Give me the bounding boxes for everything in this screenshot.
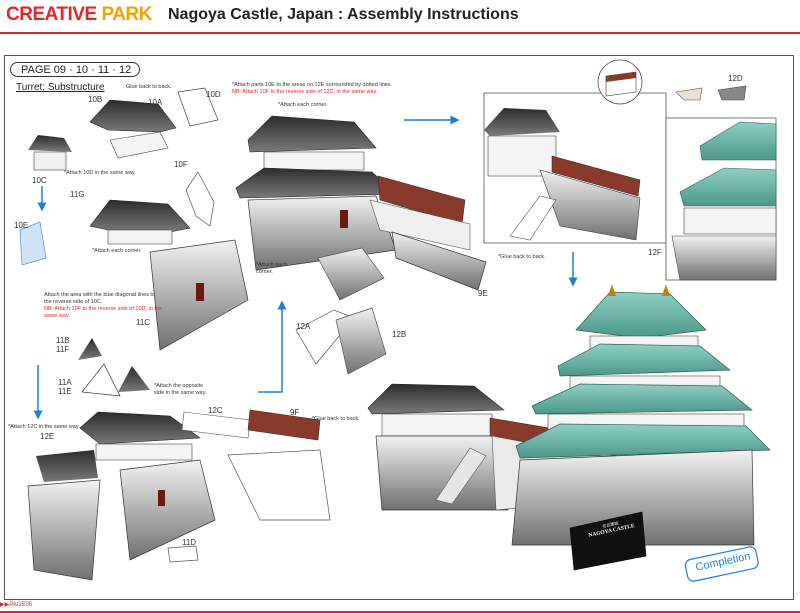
note-attach-10e-nb: NB: Attach 10F to the reverse side of 12…: [232, 89, 378, 95]
completed-castle: [367, 284, 771, 546]
step2-turret-mid: [19, 171, 249, 351]
part-label-10c: 10C: [32, 176, 47, 185]
part-label-12e: 12E: [40, 432, 55, 441]
note-attach-10d: *Attach 10D in the same way.: [64, 170, 136, 176]
instruction-frame: [4, 55, 794, 600]
page-number-pill: PAGE 09 · 10 · 11 · 12: [10, 62, 140, 77]
part-label-10f: 10F: [174, 160, 188, 169]
part-label-9e: 9E: [478, 289, 488, 298]
note-glue-back-1: Glue back to back.: [126, 84, 172, 90]
part-label-10a: 10A: [148, 98, 163, 107]
part-label-11e: 11E: [58, 387, 72, 396]
note-opposite-side: *Attach the opposite side in the same wa…: [154, 383, 207, 396]
part-label-12f: 12F: [648, 248, 662, 257]
part-label-10d: 10D: [206, 90, 221, 99]
header-divider: [0, 32, 800, 34]
part-label-12a: 12A: [296, 322, 311, 331]
step3-small-parts: [78, 338, 150, 397]
part-label-11b: 11B: [56, 336, 70, 345]
part-label-12d: 12D: [728, 74, 743, 83]
note-attach-10e: *Attach parts 10E to the areas on 12E su…: [232, 82, 392, 96]
note-blue-lines: Attach the area with the blue diagonal l…: [44, 292, 162, 320]
part-label-12c: 12C: [208, 406, 223, 415]
completion-badge: [684, 546, 759, 582]
part-label-10b: 10B: [88, 95, 103, 104]
step4-turret-base: [27, 409, 331, 581]
logo-text-park: PARK: [101, 4, 152, 25]
step6-detail-view: [483, 59, 777, 281]
note-glue-back-2: *Glue back to back.: [498, 254, 546, 260]
part-label-10e: 10E: [14, 221, 29, 230]
header: CREATIVE PARK Nagoya Castle, Japan : Ass…: [0, 0, 800, 34]
brand-logo: CREATIVE PARK: [6, 4, 152, 26]
part-label-9f: 9F: [290, 408, 300, 417]
note-attach-corner-2: *Attach each corner.: [278, 102, 328, 108]
note-attach-corner-3: *Attach each corner.: [256, 262, 288, 275]
note-attach-corner-1: *Attach each corner.: [92, 248, 142, 254]
part-label-11d: 11D: [182, 538, 197, 547]
note-attach-12c: *Attach 12C in the same way.: [8, 424, 80, 430]
section-label: Turret; Substructure: [16, 82, 105, 93]
flow-arrows: [33, 115, 578, 420]
page-title: Nagoya Castle, Japan : Assembly Instruct…: [168, 6, 519, 23]
part-label-11c: 11C: [136, 318, 151, 327]
part-label-11f: 11F: [56, 345, 70, 354]
part-label-11a: 11A: [58, 378, 72, 387]
footer-page-ref: ▶▶PAGE05: [0, 602, 33, 608]
footer-divider: [0, 611, 800, 613]
logo-text-creative: CREATIVE: [6, 4, 102, 25]
note-blue-lines-text: Attach the area with the blue diagonal l…: [44, 292, 155, 305]
note-attach-10e-text: *Attach parts 10E to the areas on 12E su…: [232, 82, 393, 88]
note-glue-back-3: *Glue back to back.: [312, 416, 360, 422]
part-label-12b: 12B: [392, 330, 407, 339]
step1-turret-top: [28, 87, 219, 171]
note-blue-lines-nb: NB: Attach 10F to the reverse side of 10…: [44, 306, 163, 319]
part-label-11g: 11G: [70, 190, 85, 199]
name-plaque: [569, 511, 647, 571]
step5-central-assembly: [235, 115, 487, 375]
